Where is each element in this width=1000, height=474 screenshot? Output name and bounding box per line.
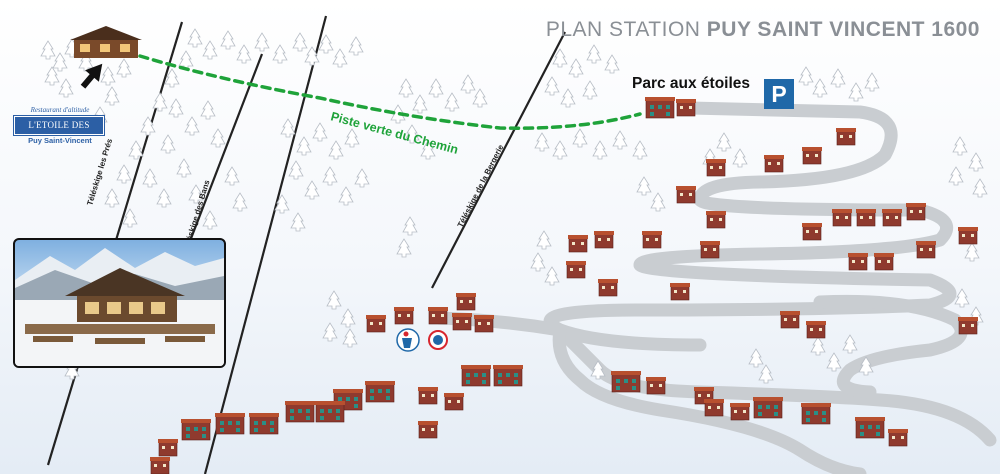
restaurant-photo[interactable]: [13, 238, 226, 368]
tourist-info-icon[interactable]: [396, 328, 420, 352]
arrow-icon: [80, 63, 103, 89]
map-title: PLAN STATION PUY SAINT VINCENT 1600: [546, 18, 980, 42]
lift-labels: Téléskige les Prés Téléskige des Bans Té…: [85, 137, 505, 253]
parking-icon[interactable]: P: [764, 79, 794, 109]
restaurant-logo[interactable]: Restaurant d'altitude L'ETOILE DES NEIGE…: [12, 106, 108, 150]
restaurant-location: Puy Saint-Vincent: [28, 136, 92, 145]
parking-label: Parc aux étoiles: [632, 75, 751, 92]
restaurant-tagline: Restaurant d'altitude: [30, 106, 90, 114]
esf-ski-school-icon[interactable]: [428, 330, 448, 350]
restaurant-name: L'ETOILE DES NEIGES: [14, 116, 104, 147]
lift-des-bans: [203, 15, 328, 474]
chalet-icon[interactable]: [70, 26, 142, 58]
roads: [433, 101, 997, 474]
photo-illustration: [15, 248, 224, 366]
lift-de-la-bergerie: [431, 31, 566, 289]
title-prefix: PLAN STATION: [545, 18, 701, 41]
lift-label-de-la-bergerie: Téléskige de la Bergerie: [456, 143, 506, 229]
title-station-name: PUY SAINT VINCENT 1600: [706, 18, 980, 41]
piste-verte-route: [138, 54, 642, 130]
